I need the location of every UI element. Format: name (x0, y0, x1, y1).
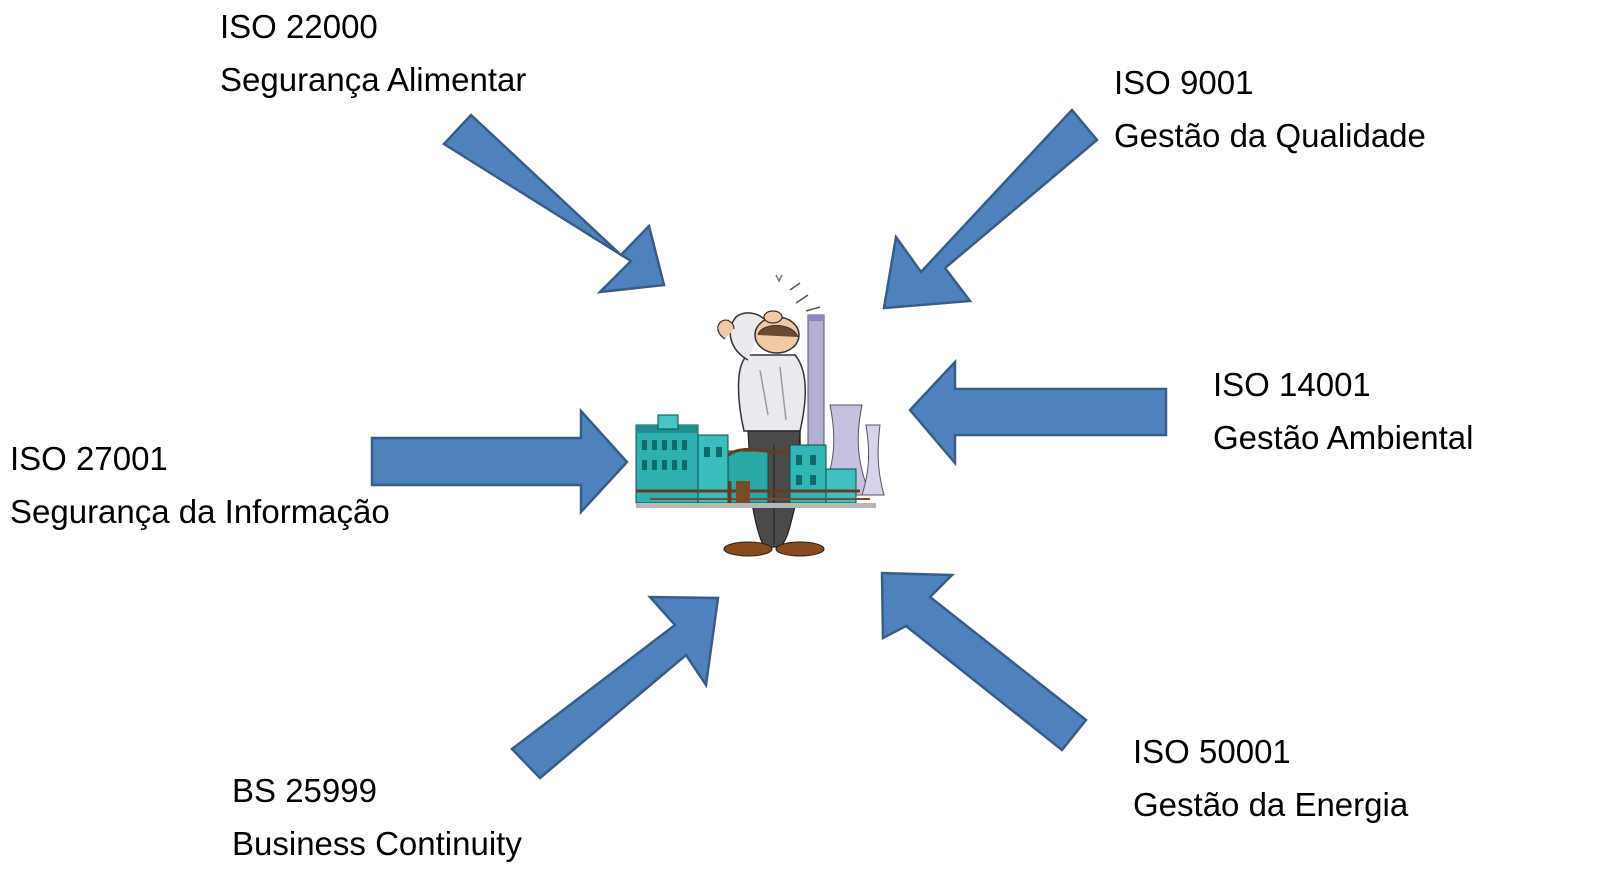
label-code: ISO 14001 (1213, 366, 1371, 403)
label-name: Segurança da Informação (10, 493, 390, 530)
arrow-iso-22000 (442, 113, 666, 294)
label-name: Segurança Alimentar (220, 61, 527, 98)
arrow-iso-50001 (880, 571, 1088, 752)
label-iso-27001: ISO 27001 Segurança da Informação (10, 432, 390, 538)
arrow-iso-9001 (882, 108, 1099, 310)
label-code: ISO 50001 (1133, 733, 1291, 770)
label-name: Gestão da Qualidade (1114, 117, 1426, 154)
label-code: ISO 27001 (10, 440, 168, 477)
label-code: BS 25999 (232, 772, 377, 809)
arrow-bs-25999 (510, 595, 720, 780)
label-name: Gestão da Energia (1133, 786, 1409, 823)
label-iso-22000: ISO 22000 Segurança Alimentar (220, 0, 526, 106)
label-name: Gestão Ambiental (1213, 419, 1474, 456)
label-name: Business Continuity (232, 825, 522, 862)
label-iso-50001: ISO 50001 Gestão da Energia (1133, 725, 1408, 831)
confused-manager-factory-icon (635, 274, 885, 557)
label-bs-25999: BS 25999 Business Continuity (232, 764, 522, 870)
label-iso-14001: ISO 14001 Gestão Ambiental (1213, 358, 1474, 464)
label-code: ISO 9001 (1114, 64, 1254, 101)
label-iso-9001: ISO 9001 Gestão da Qualidade (1114, 56, 1426, 162)
arrow-iso-14001 (908, 358, 1168, 467)
arrow-iso-27001 (370, 407, 629, 516)
label-code: ISO 22000 (220, 8, 378, 45)
